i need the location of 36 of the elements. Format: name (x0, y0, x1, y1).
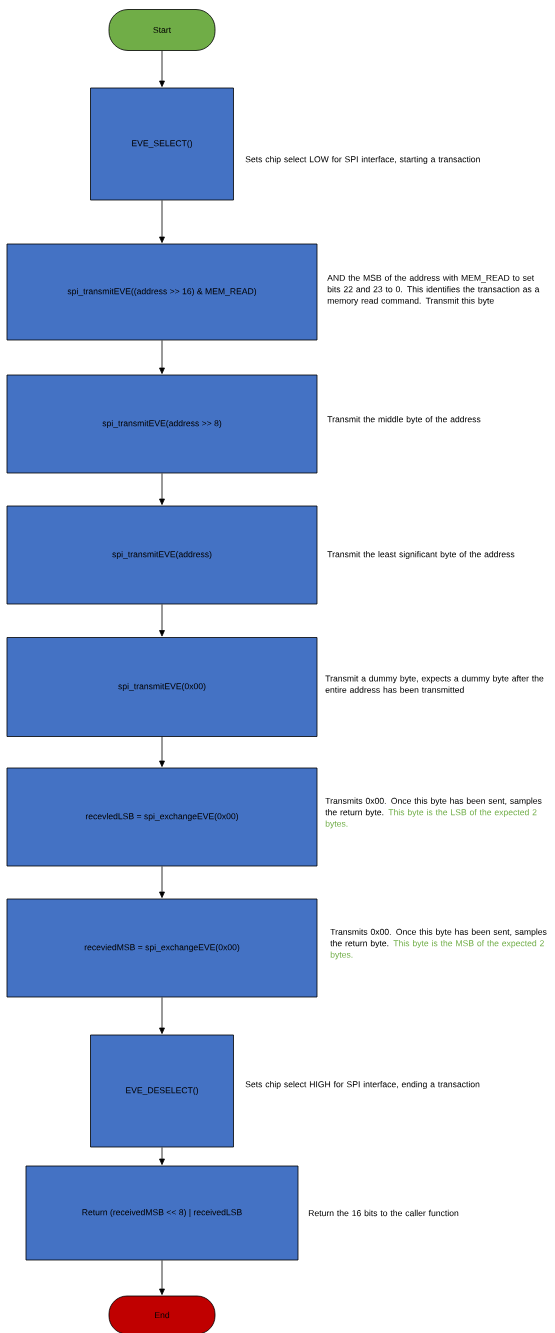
annotation-text: Sets chip select LOW for SPI interface, starting a transaction (245, 156, 480, 164)
arrow (159, 997, 165, 1034)
arrow (159, 1147, 165, 1165)
process-box: EVE_SELECT() (90, 87, 234, 201)
arrow (159, 604, 165, 637)
node-label: Transmits 0x00. Once this byte has been sent, samples (330, 928, 547, 937)
process-box: Return (receivedMSB << 8) | receivedLSB (25, 1165, 299, 1261)
arrow (159, 473, 165, 505)
annotation-text: Transmits 0x00. Once this byte has been sent, samples the return byte. This byte is the MSB of the expected 2 bytes. (330, 928, 547, 960)
annotation-text: Transmit the middle byte of the address (327, 416, 481, 424)
arrow (159, 736, 165, 767)
annotation-text: Transmit the least significant byte of the address (327, 551, 515, 559)
node-label: This byte is the MSB of the expected 2 (393, 940, 544, 949)
node-label: Transmits 0x00. Once this byte has been sent, samples (325, 797, 542, 806)
node-label: the return byte. (330, 940, 389, 949)
node-label: bytes. (325, 820, 348, 829)
annotation-text: Transmit a dummy byte, expects a dummy byte after the entire address has been transmitted (325, 675, 544, 693)
process-box: recevledLSB = spi_exchangeEVE(0x00) (6, 767, 318, 867)
annotation-text: Transmits 0x00. Once this byte has been sent, samples the return byte. This byte is the LSB of the expected 2 bytes. (325, 797, 542, 829)
annotation-text: Sets chip select HIGH for SPI interface, ending a transaction (245, 1081, 480, 1089)
process-box: spi_transmitEVE(0x00) (6, 637, 318, 737)
arrow (159, 50, 165, 87)
node-label: the return byte. (325, 809, 384, 818)
process-box: spi_transmitEVE(address >> 8) (6, 374, 318, 474)
arrow (159, 1260, 165, 1295)
annotation-text: Return the 16 bits to the caller function (308, 1209, 459, 1217)
annotation-text: AND the MSB of the address with MEM_READ to set bits 22 and 23 to 0. This identifies the transaction as a memory read command. Transmit this byte (327, 274, 540, 306)
arrow (159, 340, 165, 374)
node-label: bytes. (330, 951, 353, 960)
arrow (159, 866, 165, 898)
node-label: This byte is the LSB of the expected 2 (388, 809, 537, 818)
arrow (159, 200, 165, 243)
process-box: spi_transmitEVE((address >> 16) & MEM_READ) (6, 243, 318, 341)
process-box: receviedMSB = spi_exchangeEVE(0x00) (6, 898, 318, 998)
process-box: spi_transmitEVE(address) (6, 505, 318, 605)
process-box: EVE_DESELECT() (90, 1034, 234, 1148)
